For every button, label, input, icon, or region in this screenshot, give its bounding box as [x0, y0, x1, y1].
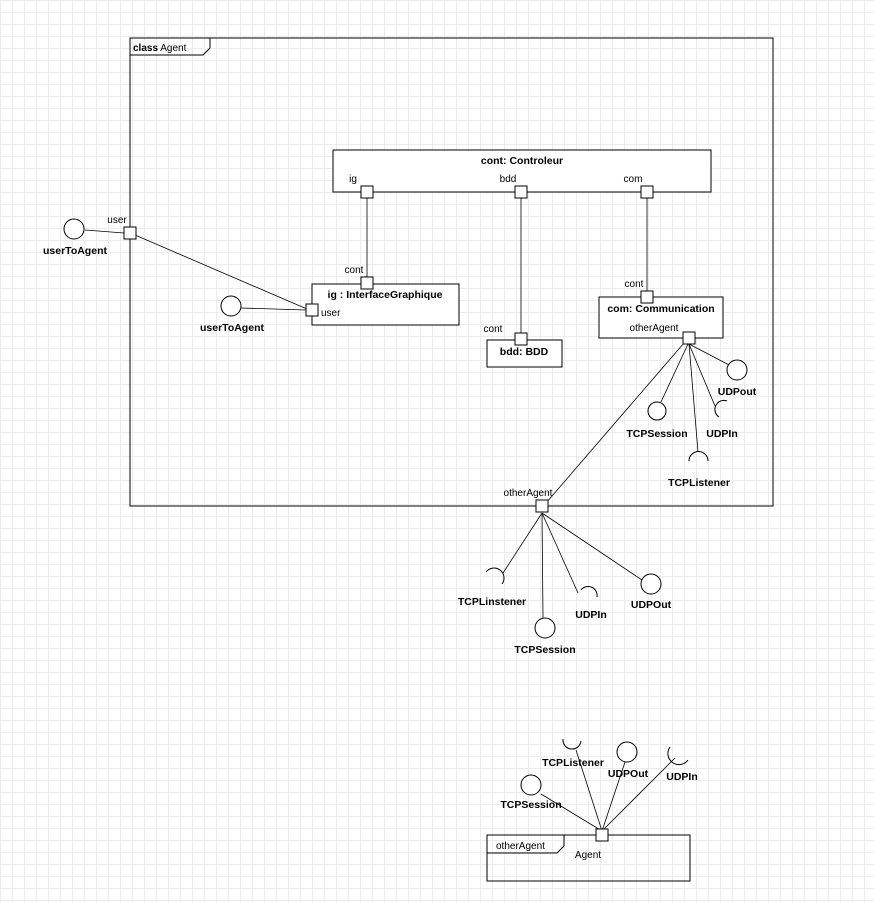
interface-graphique-title: ig : InterfaceGraphique: [328, 289, 443, 301]
other-agent-part-label: Agent: [575, 850, 601, 861]
connector-oa-udpin: [601, 757, 676, 832]
interface-port-cont-label: cont: [345, 265, 364, 276]
controleur-title: cont: Controleur: [481, 155, 563, 167]
ext-udpin-label: UDPIn: [575, 609, 607, 621]
connector-oa-udpout: [601, 761, 626, 832]
agent-frame-label: class Agent: [133, 43, 187, 54]
other-agent-frame[interactable]: [486, 834, 691, 882]
connector-oa-tcpsession: [540, 793, 603, 832]
connector-com-udpout: [688, 343, 732, 367]
connector-ext-tcpsession: [541, 512, 544, 619]
outer-usertoagent-icon: [63, 218, 85, 240]
ext-udpin-required-icon: [580, 586, 598, 598]
controleur-port-com[interactable]: [640, 185, 654, 199]
other-agent-port[interactable]: [595, 828, 609, 842]
communication-part[interactable]: [598, 296, 724, 339]
boundary-port-user[interactable]: [123, 226, 137, 240]
oa-udpin-label: UDPIn: [666, 771, 698, 783]
inner-usertoagent-icon: [220, 295, 242, 317]
agent-frame[interactable]: [129, 37, 774, 507]
connector-com-udpin: [688, 343, 716, 407]
connector-oa-tcplistener: [575, 749, 603, 832]
oa-udpin-required-icon: [667, 746, 689, 766]
oa-tcpsession-label: TCPSession: [500, 799, 561, 811]
boundary-port-otheragent-label: otherAgent: [504, 488, 553, 499]
boundary-port-otheragent[interactable]: [535, 499, 549, 513]
com-tcplistener-label: TCPListener: [668, 477, 730, 489]
connector-com-otheragent[interactable]: [545, 342, 685, 504]
ext-tcplinstener-required-icon: [485, 567, 505, 585]
oa-udpout-provided-icon: [616, 741, 638, 763]
tcplistener-required-icon: [688, 451, 709, 462]
connector-ext-udpin: [541, 512, 579, 594]
connector-ext-udpout: [541, 512, 643, 581]
ext-tcpsession-label: TCPSession: [514, 644, 575, 656]
bdd-port-cont-label: cont: [484, 324, 503, 335]
controleur-port-ig-label: ig: [349, 174, 357, 185]
ext-udpout-label: UDPOut: [631, 599, 672, 611]
connector-ext-tcplinstener: [502, 512, 543, 574]
udpout-provided-icon: [726, 359, 748, 381]
bdd-port-cont[interactable]: [514, 332, 528, 346]
ext-udpout-provided-icon: [640, 573, 662, 595]
interface-port-user-label: user: [321, 308, 341, 319]
connector-user-ig[interactable]: [134, 234, 308, 310]
connector-inner-usertoagent: [240, 307, 307, 311]
com-udpout-label: UDPout: [718, 386, 757, 398]
oa-tcplistener-required-icon: [562, 738, 582, 750]
boundary-port-user-label: user: [107, 215, 127, 226]
controleur-port-ig[interactable]: [360, 185, 374, 199]
inner-usertoagent-label: userToAgent: [200, 322, 264, 334]
outer-usertoagent-label: userToAgent: [43, 245, 107, 257]
other-agent-frame-label: otherAgent: [496, 841, 545, 852]
com-udpin-label: UDPIn: [706, 428, 738, 440]
communication-port-cont[interactable]: [640, 290, 654, 304]
udpin-required-icon: [714, 399, 728, 418]
connector-com-tcplistener: [688, 343, 699, 453]
connector-outer-usertoagent: [84, 229, 125, 234]
communication-port-other-label: otherAgent: [630, 323, 679, 334]
controleur-part[interactable]: [332, 149, 712, 193]
oa-tcpsession-provided-icon: [520, 774, 542, 796]
controleur-port-bdd-label: bdd: [500, 174, 517, 185]
agent-frame-tab: [130, 38, 211, 56]
communication-port-otheragent[interactable]: [682, 331, 696, 345]
controleur-port-bdd[interactable]: [514, 185, 528, 199]
ext-tcplinstener-label: TCPLinstener: [458, 596, 526, 608]
connector-com-tcpsession: [660, 343, 689, 403]
tcpsession-provided-icon: [647, 401, 667, 421]
oa-tcplistener-label: TCPListener: [542, 757, 604, 769]
interface-port-cont[interactable]: [360, 276, 374, 290]
other-agent-frame-tab: [487, 835, 565, 854]
com-tcpsession-label: TCPSession: [626, 428, 687, 440]
bdd-title: bdd: BDD: [500, 346, 549, 358]
interface-graphique-part[interactable]: [311, 283, 460, 326]
ext-tcpsession-provided-icon: [534, 617, 556, 639]
oa-udpout-label: UDPOut: [608, 768, 649, 780]
communication-port-cont-label: cont: [625, 279, 644, 290]
controleur-port-com-label: com: [624, 174, 643, 185]
communication-title: com: Communication: [607, 303, 714, 315]
interface-port-user[interactable]: [305, 303, 319, 317]
